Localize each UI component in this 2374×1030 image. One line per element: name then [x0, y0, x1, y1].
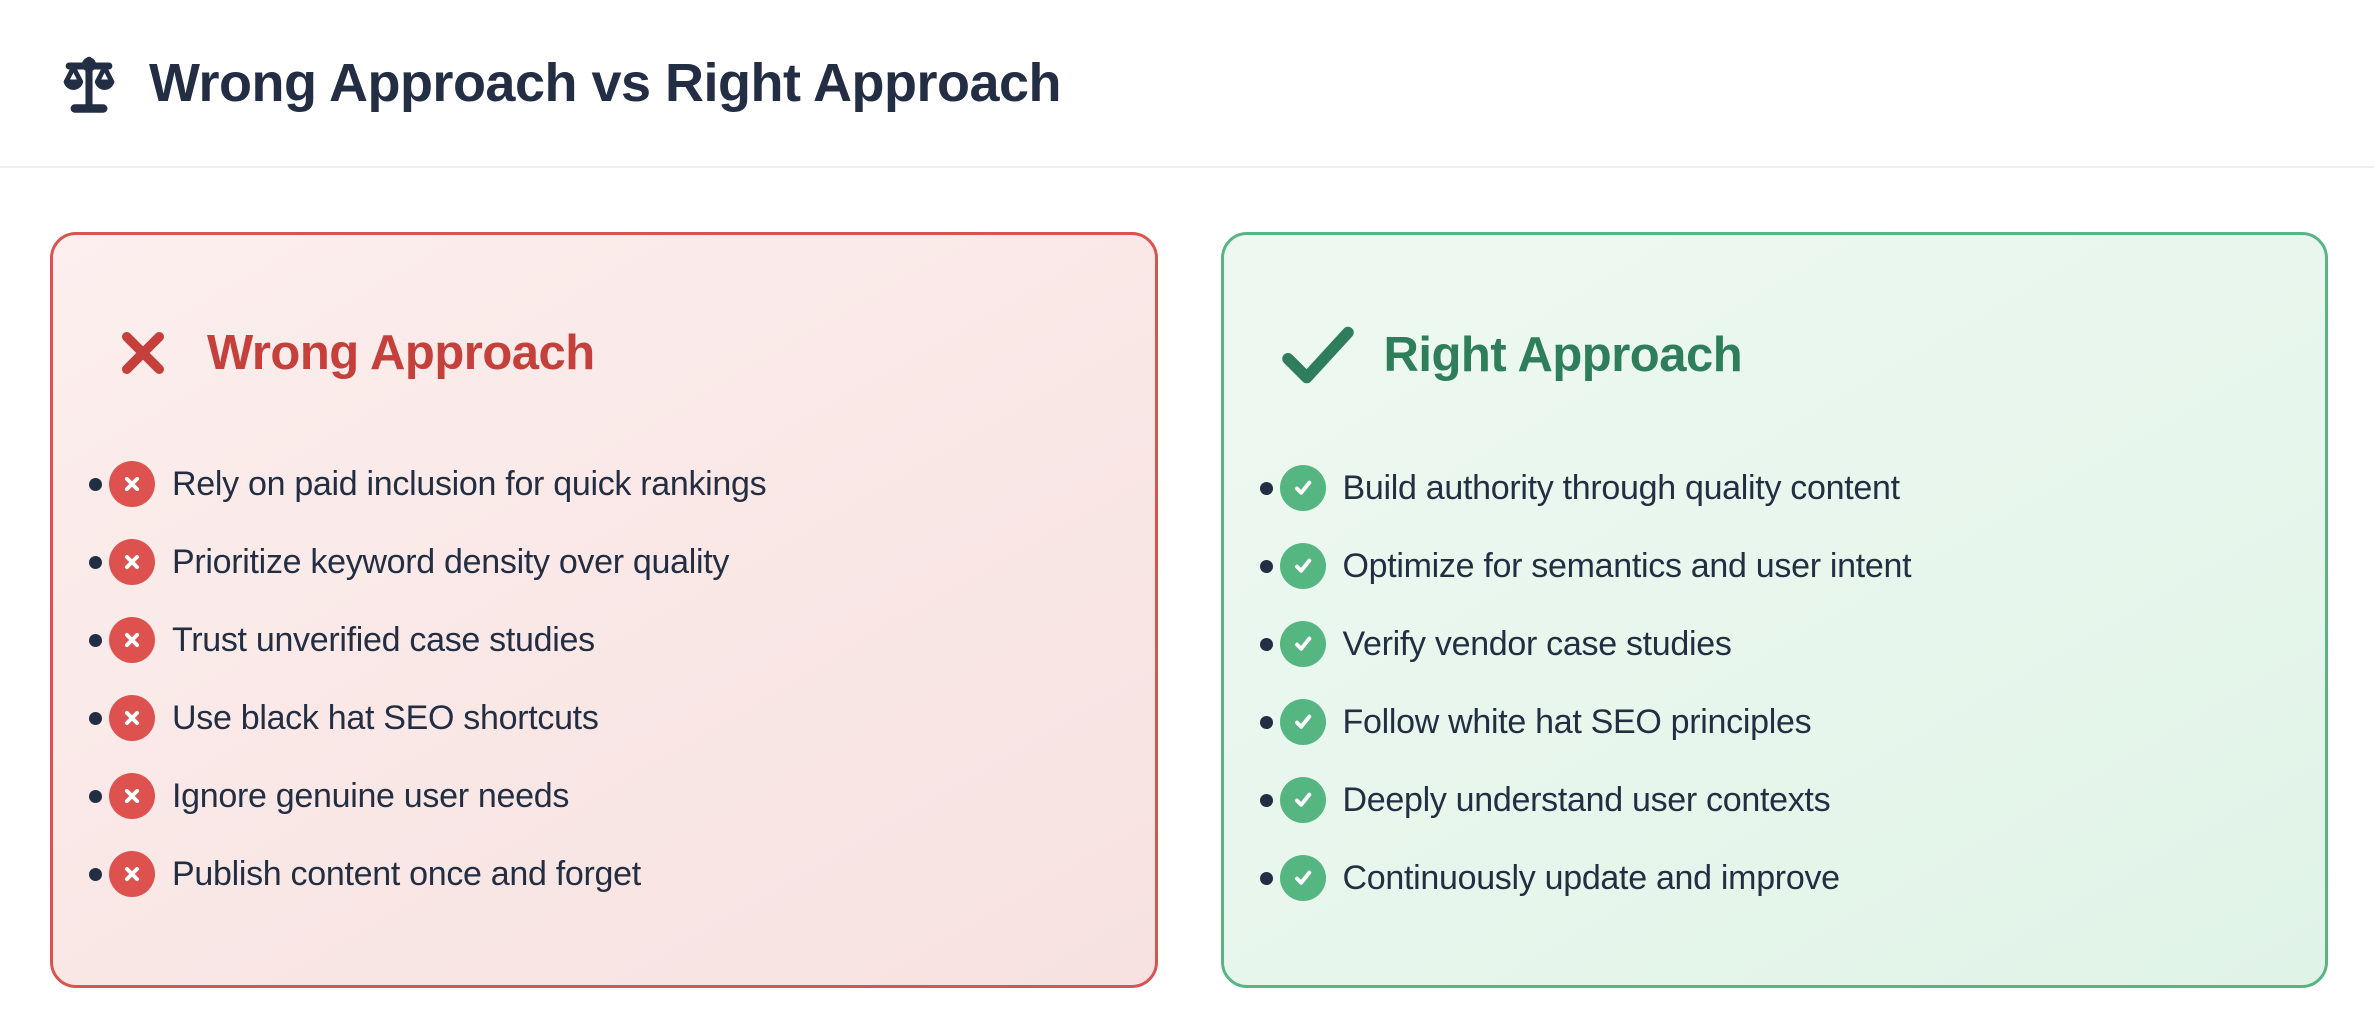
- list-item: Rely on paid inclusion for quick ranking…: [89, 461, 1115, 507]
- list-item-text: Use black hat SEO shortcuts: [172, 698, 599, 737]
- wrong-item-list: Rely on paid inclusion for quick ranking…: [89, 461, 1115, 897]
- list-item-text: Follow white hat SEO principles: [1342, 702, 1812, 741]
- check-circle-icon: [1279, 621, 1326, 667]
- check-circle-icon: [1279, 777, 1326, 823]
- right-card-title: Right Approach: [1383, 328, 1743, 382]
- check-mark-icon: [1280, 325, 1356, 385]
- list-item-text: Verify vendor case studies: [1342, 624, 1732, 663]
- list-item: Optimize for semantics and user intent: [1259, 543, 2286, 589]
- bullet-dot-icon: [1259, 481, 1273, 495]
- x-mark-icon: [117, 327, 169, 379]
- bullet-dot-icon: [89, 555, 102, 569]
- bullet-dot-icon: [1259, 637, 1273, 651]
- x-circle-icon: [109, 539, 155, 585]
- x-circle-icon: [109, 461, 155, 507]
- comparison-section: Wrong Approach Rely on paid inclusion fo…: [0, 168, 2374, 988]
- page-title: Wrong Approach vs Right Approach: [149, 53, 1062, 113]
- bullet-dot-icon: [89, 477, 102, 491]
- wrong-approach-card: Wrong Approach Rely on paid inclusion fo…: [50, 232, 1158, 988]
- list-item-text: Publish content once and forget: [172, 854, 641, 893]
- check-circle-icon: [1279, 855, 1326, 901]
- wrong-card-title: Wrong Approach: [207, 326, 595, 380]
- right-item-list: Build authority through quality content …: [1259, 465, 2286, 901]
- list-item: Deeply understand user contexts: [1259, 777, 2286, 823]
- list-item: Follow white hat SEO principles: [1259, 699, 2286, 745]
- balance-scale-icon: [55, 49, 123, 117]
- list-item-text: Deeply understand user contexts: [1342, 780, 1831, 819]
- bullet-dot-icon: [1259, 871, 1273, 885]
- bullet-dot-icon: [89, 633, 102, 647]
- bullet-dot-icon: [89, 789, 102, 803]
- list-item-text: Ignore genuine user needs: [172, 776, 570, 815]
- bullet-dot-icon: [1259, 715, 1273, 729]
- list-item: Prioritize keyword density over quality: [89, 539, 1115, 585]
- list-item-text: Build authority through quality content: [1342, 468, 1901, 507]
- right-approach-card: Right Approach Build authority through q…: [1220, 232, 2328, 988]
- right-card-title-row: Right Approach: [1280, 325, 2286, 385]
- bullet-dot-icon: [1259, 559, 1273, 573]
- list-item: Use black hat SEO shortcuts: [89, 695, 1115, 741]
- x-circle-icon: [109, 617, 155, 663]
- check-circle-icon: [1279, 543, 1326, 589]
- list-item: Verify vendor case studies: [1259, 621, 2286, 667]
- list-item-text: Prioritize keyword density over quality: [172, 542, 730, 581]
- bullet-dot-icon: [89, 867, 102, 881]
- wrong-card-title-row: Wrong Approach: [117, 325, 1115, 381]
- x-circle-icon: [109, 851, 155, 897]
- list-item: Ignore genuine user needs: [89, 773, 1115, 819]
- bullet-dot-icon: [1259, 793, 1273, 807]
- x-circle-icon: [109, 773, 155, 819]
- list-item: Continuously update and improve: [1259, 855, 2286, 901]
- list-item-text: Optimize for semantics and user intent: [1342, 546, 1912, 585]
- list-item-text: Rely on paid inclusion for quick ranking…: [172, 464, 767, 503]
- bullet-dot-icon: [89, 711, 102, 725]
- page-header: Wrong Approach vs Right Approach: [0, 0, 2374, 168]
- x-circle-icon: [109, 695, 155, 741]
- list-item-text: Continuously update and improve: [1342, 858, 1841, 897]
- list-item: Publish content once and forget: [89, 851, 1115, 897]
- list-item-text: Trust unverified case studies: [172, 620, 595, 659]
- check-circle-icon: [1279, 465, 1326, 511]
- list-item: Trust unverified case studies: [89, 617, 1115, 663]
- list-item: Build authority through quality content: [1259, 465, 2286, 511]
- check-circle-icon: [1279, 699, 1326, 745]
